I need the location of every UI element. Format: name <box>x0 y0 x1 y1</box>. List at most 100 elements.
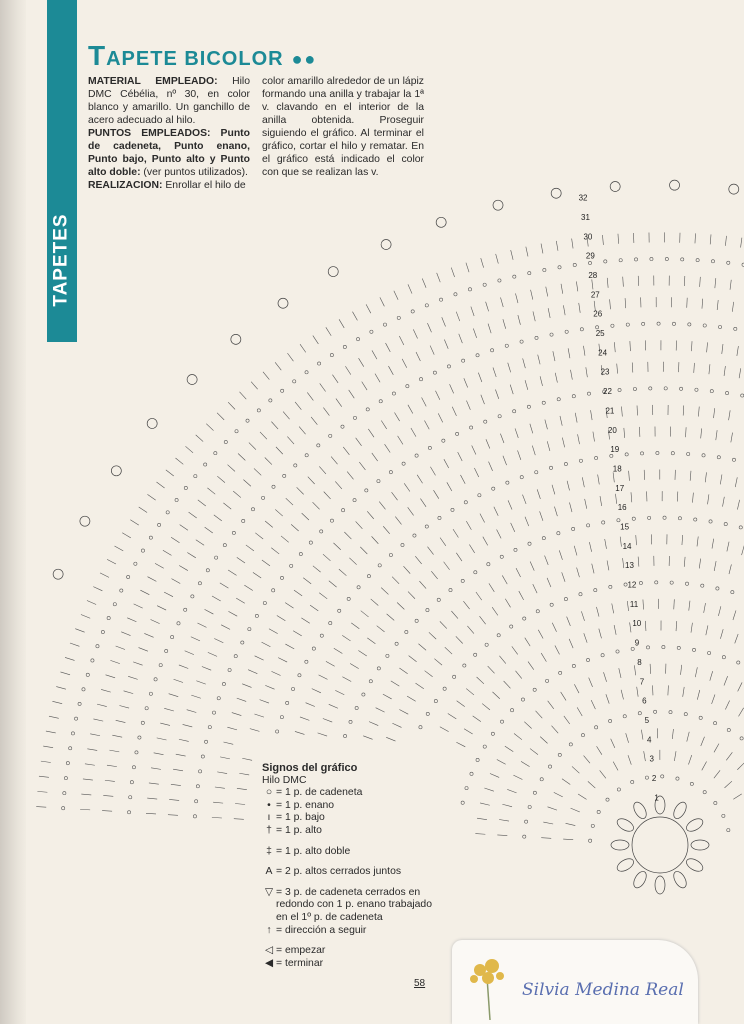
legend-symbol: ı <box>267 812 271 824</box>
stitch <box>201 666 212 671</box>
legend-heading: Signos del gráfico <box>262 762 358 774</box>
chain-stitch <box>289 563 294 568</box>
chain-stitch <box>383 322 387 327</box>
chain-stitch <box>194 799 199 804</box>
chain-stitch <box>534 470 539 475</box>
stitch <box>581 611 585 621</box>
stitch <box>253 468 262 476</box>
stitch <box>264 457 273 465</box>
chain-stitch <box>660 774 665 779</box>
stitch <box>577 434 580 445</box>
stitch <box>349 557 357 565</box>
stitch <box>466 520 472 530</box>
stitch <box>276 615 286 622</box>
stitch <box>282 411 290 420</box>
stitch <box>693 362 695 373</box>
chain-stitch <box>165 510 170 515</box>
stitch <box>86 600 97 605</box>
chain-stitch <box>271 484 276 489</box>
chain-stitch <box>153 677 158 682</box>
stitch <box>196 680 206 685</box>
stitch <box>488 583 495 592</box>
stitch <box>185 446 194 454</box>
chain-stitch <box>698 715 703 720</box>
row-number: 9 <box>635 639 640 648</box>
chain-stitch <box>222 682 226 686</box>
chain-stitch <box>462 663 467 668</box>
stitch <box>475 833 486 835</box>
stitch <box>415 351 421 362</box>
stitch <box>515 568 521 578</box>
title-initial: T <box>88 40 107 71</box>
chain-stitch <box>414 618 419 623</box>
stitch <box>213 801 224 804</box>
chain-stitch <box>475 353 480 358</box>
stitch <box>399 335 405 346</box>
stitch <box>734 633 739 644</box>
chain-stitch <box>119 588 124 593</box>
stitch <box>515 670 523 679</box>
chain-stitch <box>535 609 540 614</box>
legend-symbol: † <box>266 824 272 836</box>
chain-stitch <box>500 719 504 724</box>
chain-stitch <box>622 714 627 719</box>
stitch <box>467 625 475 634</box>
stitch <box>689 470 692 481</box>
chain-stitch <box>392 391 396 396</box>
stitch <box>465 262 470 273</box>
chain-stitch <box>608 585 613 589</box>
chain-stitch <box>702 790 707 795</box>
chain-loop <box>654 795 666 815</box>
stitch <box>242 757 253 761</box>
stitch <box>275 509 283 517</box>
stitch <box>252 572 262 579</box>
realizacion-label: REALIZACION: <box>88 180 163 191</box>
stitch <box>576 567 580 578</box>
stitch <box>157 605 167 611</box>
stitch <box>615 493 617 504</box>
stitch <box>290 524 299 532</box>
stitch <box>381 420 387 430</box>
stitch <box>562 437 565 448</box>
stitch <box>195 434 204 442</box>
realizacion-text: Enrollar el hilo de <box>162 180 246 191</box>
stitch <box>96 703 107 707</box>
picot <box>327 266 339 277</box>
row-number: 16 <box>618 503 627 512</box>
stitch <box>384 444 391 453</box>
stitch <box>559 415 563 426</box>
stitch <box>207 652 218 657</box>
stitch <box>690 622 693 633</box>
stitch <box>479 616 486 625</box>
chain-stitch <box>328 621 333 625</box>
stitch <box>573 545 578 556</box>
chain-stitch <box>624 452 629 457</box>
chain-stitch <box>605 797 610 802</box>
chain-stitch <box>262 601 267 605</box>
chain-stitch <box>425 712 430 716</box>
chain-stitch <box>356 585 361 590</box>
stitch <box>480 394 485 405</box>
stitch <box>213 514 222 522</box>
stitch <box>530 289 534 300</box>
row-number: 32 <box>579 194 588 203</box>
stitch <box>112 734 123 738</box>
stitch <box>524 721 532 729</box>
stitch <box>386 737 396 742</box>
chain-stitch <box>68 746 73 751</box>
stitch <box>223 502 232 510</box>
stitch <box>227 464 236 472</box>
stitch <box>584 498 588 509</box>
stitch <box>492 691 501 699</box>
stitch <box>360 610 369 618</box>
stitch <box>649 663 651 674</box>
chain-stitch <box>437 516 442 520</box>
stitch <box>599 495 602 506</box>
stitch <box>722 496 725 507</box>
chain-stitch <box>596 810 601 814</box>
row-number: 14 <box>623 542 632 551</box>
stitch <box>388 365 394 375</box>
stitch <box>611 603 614 614</box>
stitch <box>236 557 246 564</box>
stitch <box>457 451 463 462</box>
